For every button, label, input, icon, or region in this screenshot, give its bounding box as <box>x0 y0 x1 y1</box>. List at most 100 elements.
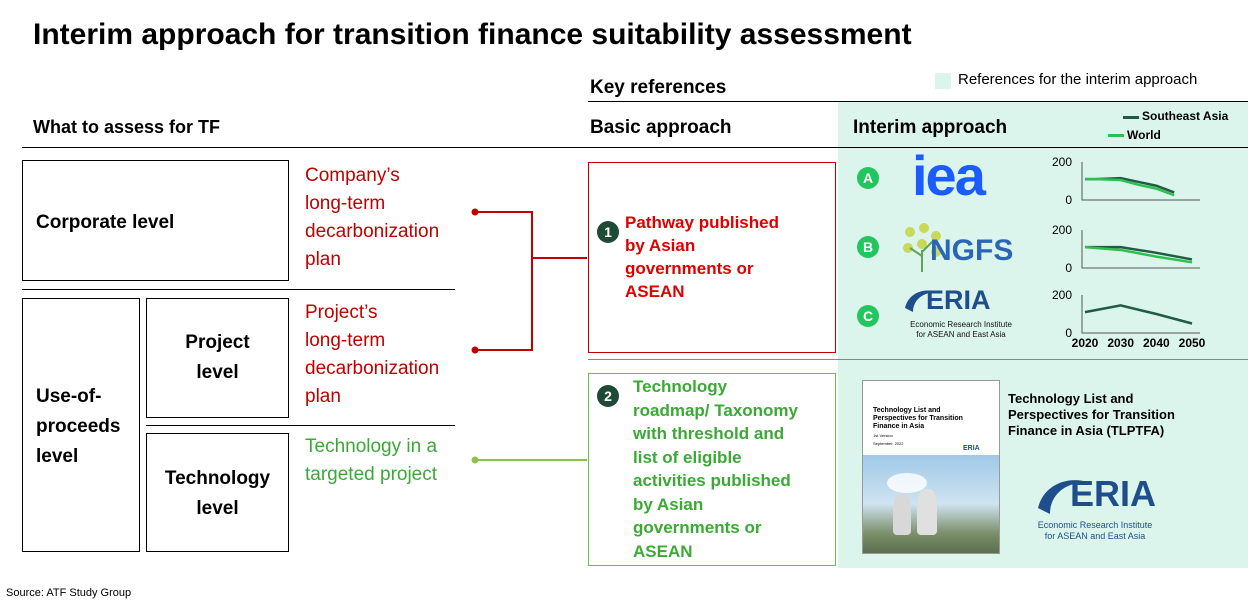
chart-B-y-tick: 200 <box>1052 223 1072 237</box>
project-line-1: Project <box>185 332 250 353</box>
interim-legend-text: References for the interim approach <box>958 71 1198 88</box>
chart-A-y-tick: 0 <box>1065 193 1072 207</box>
project-plan-line-1: Project’s <box>305 302 378 323</box>
project-connector-dot <box>471 346 479 354</box>
eria-swoosh-icon-2 <box>1038 480 1088 514</box>
chart-B-y-tick: 0 <box>1065 261 1072 275</box>
cover-title: Technology List and Perspectives for Tra… <box>873 407 963 431</box>
pathway-text: Pathway published by Asian governments o… <box>625 211 779 303</box>
technology-line-1: Technology <box>164 468 271 489</box>
x-tick-2040: 2040 <box>1143 336 1170 350</box>
eria-logo: ERIA <box>926 285 991 315</box>
eria2-sub-line-1: Economic Research Institute <box>1037 520 1153 530</box>
roadmap-line-8: ASEAN <box>633 541 693 561</box>
technology-roadmap-box <box>588 373 836 566</box>
badge-a: A <box>857 167 879 189</box>
header-rule <box>22 147 1248 148</box>
tlptfa-title: Technology List and Perspectives for Tra… <box>1008 391 1175 439</box>
roadmap-line-2: roadmap/ Taxonomy <box>633 400 798 420</box>
use-of-proceeds-label: Use-of- proceeds level <box>36 382 120 472</box>
x-tick-2020: 2020 <box>1072 336 1099 350</box>
tech-project-line-1: Technology in a <box>305 436 438 457</box>
eria-logo-2: ERIA <box>1070 473 1157 514</box>
eria-logo-subtitle: Economic Research Institute for ASEAN an… <box>899 320 1023 340</box>
roadmap-line-5: activities published <box>633 471 791 490</box>
cover-title-line-2: Perspectives for Transition <box>873 415 963 422</box>
company-plan-text: Company’s long-term decarbonization plan <box>305 162 439 274</box>
x-tick-2050: 2050 <box>1179 336 1206 350</box>
cover-title-line-3: Finance in Asia <box>873 423 925 430</box>
technology-line-2: level <box>196 498 239 519</box>
pathway-line-4: ASEAN <box>625 282 685 301</box>
x-tick-2030: 2030 <box>1107 336 1134 350</box>
what-to-assess-header: What to assess for TF <box>33 117 221 137</box>
tlptfa-line-3: Finance in Asia (TLPTFA) <box>1008 423 1165 438</box>
company-line-1: Company’s <box>305 165 400 186</box>
page-title: Interim approach for transition finance … <box>33 18 912 51</box>
project-plan-line-4: plan <box>305 386 341 407</box>
company-line-4: plan <box>305 249 341 270</box>
company-line-2: long-term <box>305 193 386 214</box>
project-plan-line-3: decarbonization <box>305 358 440 379</box>
tlptfa-report-cover: Technology List and Perspectives for Tra… <box>862 380 1000 554</box>
technology-level-label: Technology level <box>146 464 289 524</box>
project-level-box <box>146 298 289 418</box>
roadmap-line-4: list of eligible <box>633 447 742 467</box>
uop-line-1: Use-of- <box>36 386 102 407</box>
chart-A-axes <box>1081 162 1200 201</box>
interim-legend-swatch <box>935 73 951 89</box>
basic-approach-header: Basic approach <box>590 117 732 138</box>
corporate-level-box <box>22 160 289 281</box>
chart-C-y-tick: 0 <box>1065 326 1072 340</box>
ngfs-logo: NGFS <box>930 234 1014 267</box>
legend-world: World <box>1127 128 1161 142</box>
badge-c: C <box>857 305 879 327</box>
roadmap-line-3: with threshold and <box>633 424 785 443</box>
cooling-tower-1 <box>893 493 911 535</box>
ngfs-tree-icon <box>903 223 941 272</box>
project-level-label: Project level <box>146 328 289 388</box>
cooling-tower-2 <box>917 489 937 535</box>
basic-divider <box>588 359 1248 360</box>
uop-line-3: level <box>36 446 79 467</box>
project-plan-line-2: long-term <box>305 330 386 351</box>
tlptfa-line-1: Technology List and <box>1008 391 1134 406</box>
roadmap-line-7: governments or <box>633 518 762 537</box>
chart-C-y-tick: 200 <box>1052 288 1072 302</box>
uop-line-2: proceeds <box>36 416 121 437</box>
steam-cloud <box>887 473 927 493</box>
red-connector <box>475 211 587 351</box>
eria-sub-line-2: for ASEAN and East Asia <box>916 330 1006 339</box>
eria2-sub-line-2: for ASEAN and East Asia <box>1044 531 1146 541</box>
tlptfa-line-2: Perspectives for Transition <box>1008 407 1175 422</box>
item-1-badge: 1 <box>597 221 619 243</box>
pathway-line-1: Pathway published <box>625 213 779 232</box>
pathway-line-3: governments or <box>625 259 754 278</box>
key-references-rule <box>588 101 1248 102</box>
legend-southeast-asia-line <box>1123 116 1139 119</box>
legend-southeast-asia: Southeast Asia <box>1142 109 1229 123</box>
legend-world-line <box>1108 134 1124 137</box>
corporate-level-label: Corporate level <box>36 212 175 233</box>
cover-title-line-1: Technology List and <box>873 407 941 414</box>
chart-C-series-southeast-asia <box>1084 304 1193 325</box>
cover-logo: ERIA <box>963 445 980 452</box>
power-plant-photo <box>863 455 999 553</box>
project-plan-text: Project’s long-term decarbonization plan <box>305 299 439 411</box>
tech-project-line-2: targeted project <box>305 464 438 485</box>
item-2-badge: 2 <box>597 385 619 407</box>
chart-B-series-southeast-asia <box>1085 245 1193 261</box>
pathway-box <box>588 162 836 353</box>
project-line-2: level <box>196 362 239 383</box>
eria-logo-2-subtitle: Economic Research Institute for ASEAN an… <box>1020 520 1170 542</box>
iea-logo: iea <box>912 144 986 207</box>
cover-edition: 1st Version <box>873 433 893 438</box>
chart-B-series-world <box>1084 245 1193 264</box>
cover-date: September, 2022 <box>873 441 904 446</box>
roadmap-line-6: by Asian <box>633 494 704 514</box>
roadmap-line-1: Technology <box>633 377 728 396</box>
company-connector-dot <box>471 208 479 216</box>
technology-roadmap-text: Technology roadmap/ Taxonomy with thresh… <box>633 375 798 563</box>
source-note: Source: ATF Study Group <box>6 587 132 599</box>
